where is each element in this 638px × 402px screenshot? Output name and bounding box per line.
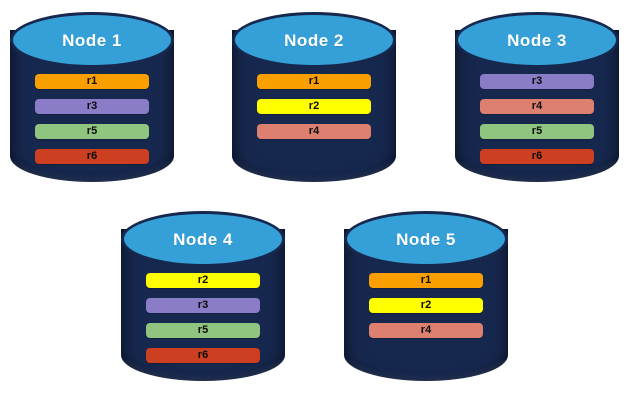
record-bar[interactable]: r1 <box>35 74 149 89</box>
record-bar[interactable]: r4 <box>257 124 371 139</box>
record-bar[interactable]: r5 <box>480 124 594 139</box>
record-bar[interactable]: r2 <box>146 273 260 288</box>
record-list: r2 r3 r5 r6 <box>146 273 260 363</box>
database-node-5[interactable]: Node 5 r1 r2 r4 <box>344 211 508 396</box>
node-title: Node 4 <box>173 230 233 249</box>
record-bar[interactable]: r6 <box>35 149 149 164</box>
cylinder-top-cap: Node 4 <box>121 211 285 267</box>
record-list: r1 r3 r5 r6 <box>35 74 149 164</box>
record-bar[interactable]: r6 <box>480 149 594 164</box>
cylinder-bottom-highlight <box>123 360 283 382</box>
node-title: Node 2 <box>284 31 344 50</box>
record-bar[interactable]: r3 <box>35 99 149 114</box>
cylinder-bottom-highlight <box>457 161 617 183</box>
cylinder-top-cap: Node 5 <box>344 211 508 267</box>
record-bar[interactable]: r2 <box>369 298 483 313</box>
database-node-3[interactable]: Node 3 r3 r4 r5 r6 <box>455 12 619 197</box>
record-bar[interactable]: r1 <box>257 74 371 89</box>
node-title: Node 1 <box>62 31 122 50</box>
record-bar[interactable]: r4 <box>369 323 483 338</box>
record-bar[interactable]: r5 <box>35 124 149 139</box>
cylinder-bottom-highlight <box>12 161 172 183</box>
record-bar[interactable]: r1 <box>369 273 483 288</box>
database-node-1[interactable]: Node 1 r1 r3 r5 r6 <box>10 12 174 197</box>
record-list: r1 r2 r4 <box>257 74 371 139</box>
node-title: Node 5 <box>396 230 456 249</box>
record-bar[interactable]: r4 <box>480 99 594 114</box>
record-bar[interactable]: r2 <box>257 99 371 114</box>
record-bar[interactable]: r3 <box>146 298 260 313</box>
record-list: r1 r2 r4 <box>369 273 483 338</box>
node-title: Node 3 <box>507 31 567 50</box>
cylinder-top-cap: Node 3 <box>455 12 619 68</box>
record-bar[interactable]: r3 <box>480 74 594 89</box>
database-node-4[interactable]: Node 4 r2 r3 r5 r6 <box>121 211 285 396</box>
record-bar[interactable]: r6 <box>146 348 260 363</box>
record-list: r3 r4 r5 r6 <box>480 74 594 164</box>
record-bar[interactable]: r5 <box>146 323 260 338</box>
database-node-2[interactable]: Node 2 r1 r2 r4 <box>232 12 396 197</box>
cylinder-top-cap: Node 1 <box>10 12 174 68</box>
cylinder-bottom-highlight <box>346 360 506 382</box>
cylinder-top-cap: Node 2 <box>232 12 396 68</box>
cylinder-bottom-highlight <box>234 161 394 183</box>
